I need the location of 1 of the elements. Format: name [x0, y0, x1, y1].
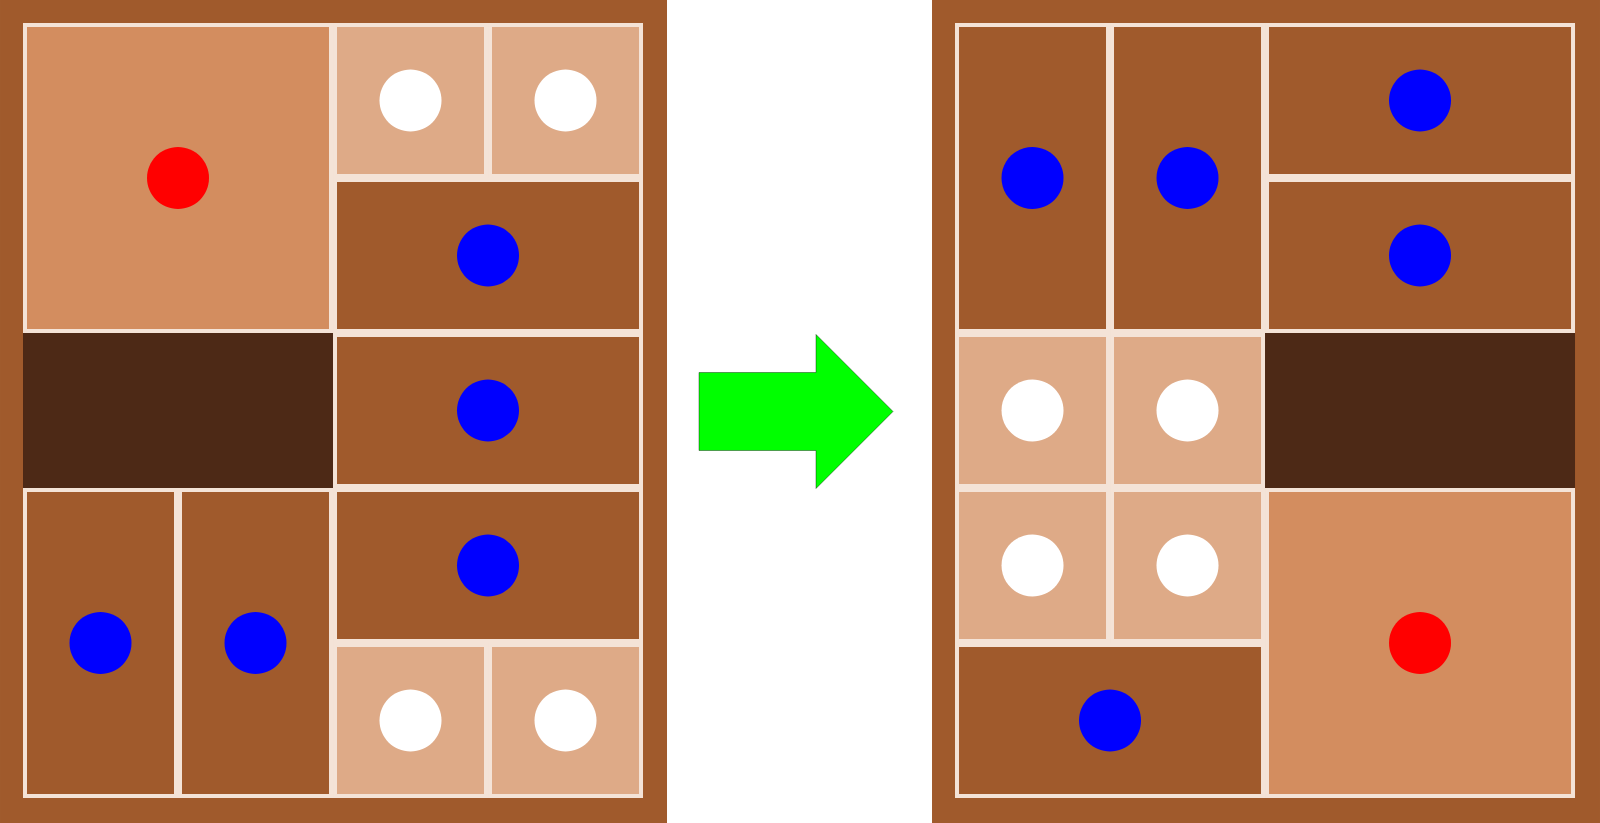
arrow: [698, 334, 894, 489]
